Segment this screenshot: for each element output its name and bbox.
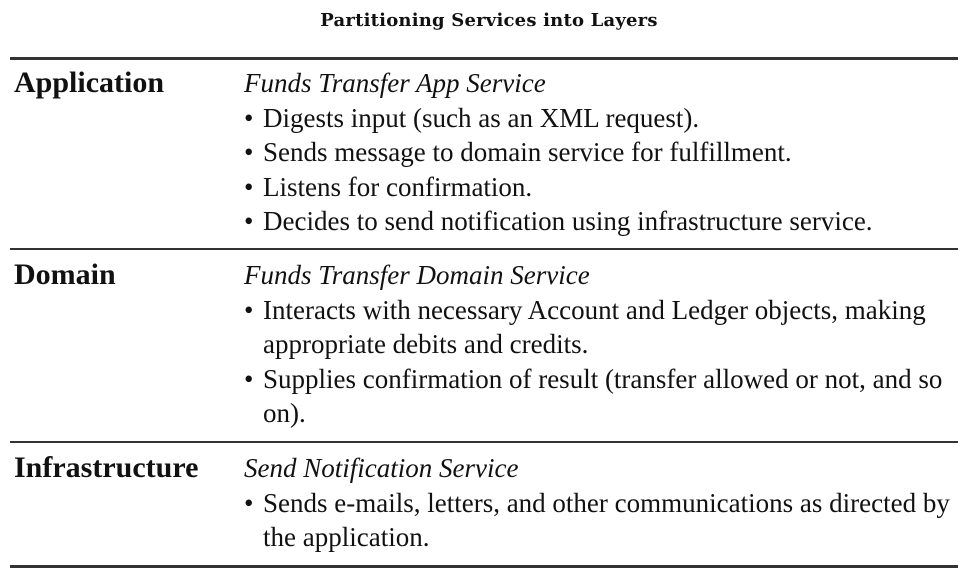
service-name: Funds Transfer App Service bbox=[244, 68, 546, 98]
row-divider bbox=[10, 248, 958, 250]
responsibility-list: Interacts with necessary Account and Led… bbox=[244, 293, 954, 431]
page-title: Partitioning Services into Layers bbox=[320, 10, 658, 31]
table-bottom-rule bbox=[10, 565, 958, 568]
list-item: Interacts with necessary Account and Led… bbox=[244, 293, 954, 362]
list-item: Decides to send notification using infra… bbox=[244, 204, 954, 239]
row-divider bbox=[10, 441, 958, 443]
list-item: Supplies confirmation of result (transfe… bbox=[244, 362, 954, 431]
table-top-rule bbox=[10, 57, 958, 60]
list-item: Listens for confirmation. bbox=[244, 170, 954, 205]
service-name: Send Notification Service bbox=[244, 453, 519, 483]
service-name: Funds Transfer Domain Service bbox=[244, 260, 590, 290]
layer-content: Funds Transfer App Service Digests input… bbox=[244, 66, 954, 239]
responsibility-list: Digests input (such as an XML request). … bbox=[244, 101, 954, 239]
layer-name: Infrastructure bbox=[14, 451, 199, 484]
list-item: Sends message to domain service for fulf… bbox=[244, 135, 954, 170]
responsibility-list: Sends e-mails, letters, and other commun… bbox=[244, 486, 954, 555]
list-item: Digests input (such as an XML request). bbox=[244, 101, 954, 136]
list-item: Sends e-mails, letters, and other commun… bbox=[244, 486, 954, 555]
layer-name: Application bbox=[14, 66, 165, 99]
layer-content: Funds Transfer Domain Service Interacts … bbox=[244, 258, 954, 431]
layer-content: Send Notification Service Sends e-mails,… bbox=[244, 451, 954, 555]
layer-name: Domain bbox=[14, 258, 116, 291]
